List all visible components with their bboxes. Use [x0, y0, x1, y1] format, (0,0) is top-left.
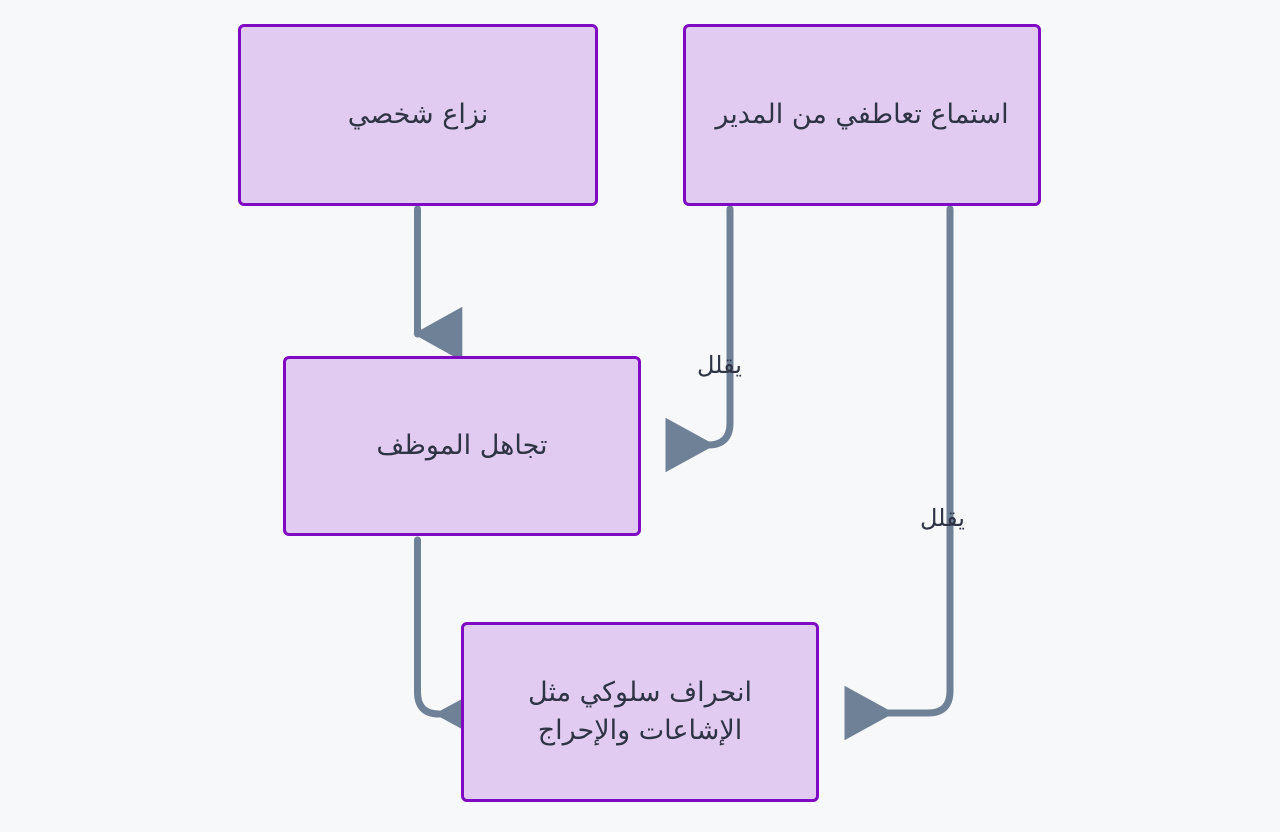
node-ignoring-employee-label: تجاهل الموظف [376, 429, 548, 461]
edge-label-reduces-listening-to-deviation: يقلل [920, 504, 965, 532]
node-personal-conflict[interactable]: نزاع شخصي [238, 24, 598, 206]
node-behavioral-deviation-label: انحراف سلوكي مثل الإشاعات والإحراج [528, 676, 752, 746]
edge-listening-to-ignore [665, 205, 734, 473]
node-personal-conflict-label: نزاع شخصي [347, 98, 489, 130]
node-behavioral-deviation[interactable]: انحراف سلوكي مثل الإشاعات والإحراج [461, 622, 819, 802]
edge-listening-to-deviation [844, 205, 954, 741]
node-empathetic-listening[interactable]: استماع تعاطفي من المدير [683, 24, 1041, 206]
edge-ignore-to-deviation [414, 536, 485, 742]
node-ignoring-employee[interactable]: تجاهل الموظف [283, 356, 641, 536]
node-empathetic-listening-label: استماع تعاطفي من المدير [715, 98, 1009, 130]
edge-label-reduces-listening-to-ignore: يقلل [697, 351, 742, 379]
